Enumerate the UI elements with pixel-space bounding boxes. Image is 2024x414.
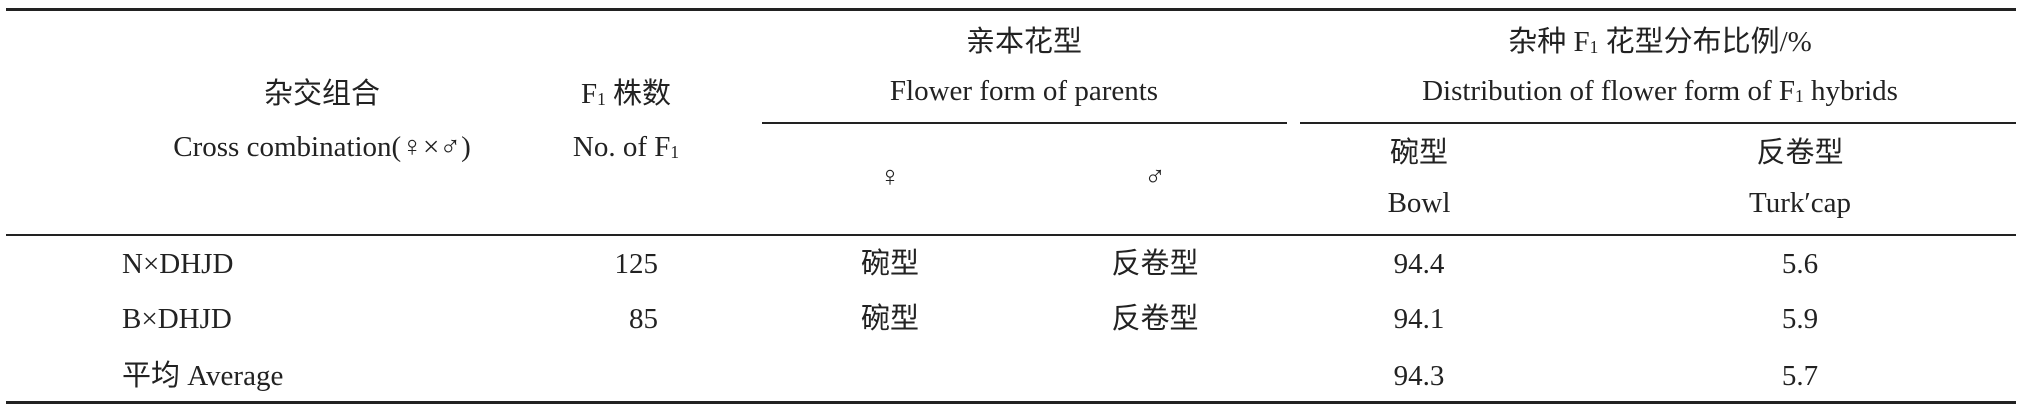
cell-female: 碗型 [860, 248, 920, 280]
header-cross-zh: 杂交组合 [263, 78, 381, 110]
header-bowl-en: Bowl [1387, 187, 1451, 219]
header-turk-zh: 反卷型 [1756, 137, 1844, 169]
cell-turk: 5.9 [1781, 303, 1819, 335]
header-f1-zh: F1 株数 [580, 78, 672, 110]
cell-cross: 平均 Average [122, 360, 284, 392]
female-symbol: ♀ [879, 161, 901, 193]
cell-turk: 5.7 [1781, 360, 1819, 392]
header-turk-en: Turk′cap [1749, 187, 1851, 219]
distribution-subrule [1300, 122, 2016, 124]
top-rule [6, 8, 2016, 11]
header-distribution-en: Distribution of flower form of F1 hybrid… [1422, 75, 1898, 107]
cell-f1: 125 [614, 248, 659, 280]
header-distribution-zh: 杂种 F1 花型分布比例/% [1508, 26, 1812, 58]
header-parents-zh: 亲本花型 [965, 26, 1083, 58]
cell-f1: 85 [629, 303, 658, 335]
header-cross-en: Cross combination(♀×♂) [173, 131, 471, 163]
cell-cross: B×DHJD [122, 303, 232, 335]
header-parents-en: Flower form of parents [889, 75, 1159, 107]
cell-female: 碗型 [860, 303, 920, 335]
cell-bowl: 94.3 [1393, 360, 1445, 392]
cell-male: 反卷型 [1111, 248, 1199, 280]
cell-bowl: 94.1 [1393, 303, 1445, 335]
parents-subrule [762, 122, 1287, 124]
cell-bowl: 94.4 [1393, 248, 1445, 280]
cell-turk: 5.6 [1781, 248, 1819, 280]
bottom-rule [6, 401, 2016, 404]
male-symbol: ♂ [1144, 161, 1166, 193]
cell-cross: N×DHJD [122, 248, 234, 280]
cell-male: 反卷型 [1111, 303, 1199, 335]
header-bowl-zh: 碗型 [1389, 137, 1449, 169]
header-f1-en: No. of F1 [572, 131, 680, 163]
header-bottom-rule [6, 234, 2016, 236]
